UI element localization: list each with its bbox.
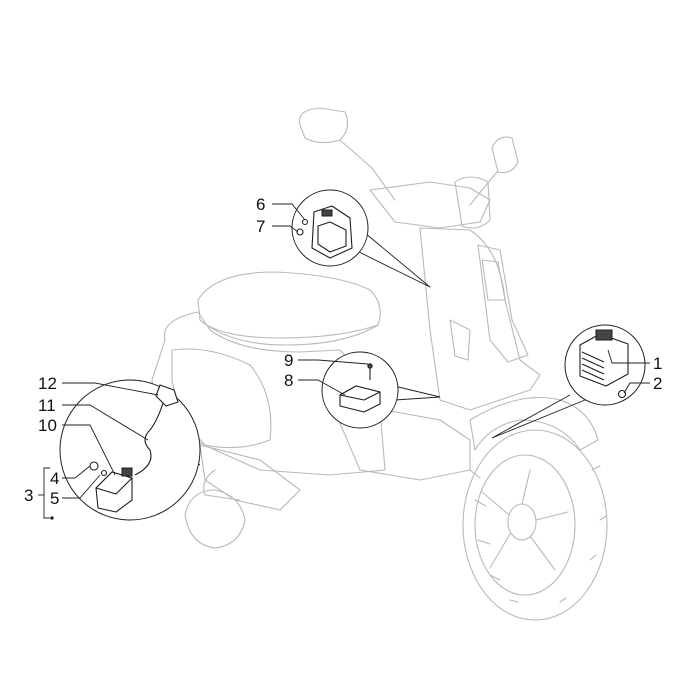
front-rim — [474, 454, 576, 596]
leader-1 — [607, 349, 650, 364]
label-6: 6 — [256, 195, 265, 214]
label-3: 3 — [24, 486, 33, 505]
leader-8 — [298, 379, 346, 396]
front-tyre — [462, 429, 608, 621]
coil-terminal — [121, 467, 133, 477]
coil-top — [95, 471, 133, 495]
tread-marks — [469, 465, 607, 603]
spark-cap-12 — [155, 384, 179, 407]
callout-circle-10-12 — [59, 379, 201, 521]
nut-7 — [296, 228, 304, 236]
label-5: 5 — [50, 489, 59, 508]
leader-2 — [623, 382, 650, 394]
right-mirror-stem — [469, 171, 498, 206]
rear-wheel — [184, 489, 246, 549]
leader-7 — [272, 225, 299, 233]
rim-spokes — [481, 469, 569, 571]
relay-top — [339, 385, 381, 401]
label-2: 2 — [653, 374, 662, 393]
washer-5 — [100, 469, 108, 477]
callout-relay — [321, 351, 441, 429]
leader-reg-1 — [491, 394, 571, 439]
bolt-2 — [617, 389, 627, 399]
control-unit-face — [317, 221, 347, 253]
left-mirror — [298, 107, 349, 144]
front-fender — [469, 397, 599, 451]
callout-control-unit — [291, 189, 431, 288]
label-11: 11 — [38, 396, 56, 415]
handlebar — [369, 181, 491, 229]
leader-cu-2 — [364, 232, 431, 288]
label-7: 7 — [256, 217, 265, 236]
part-numbers: 1 2 3 4 5 6 7 8 9 10 11 12 — [24, 195, 662, 508]
engine — [199, 444, 301, 511]
leader-reg-2 — [491, 399, 586, 439]
screw-9-head — [367, 363, 373, 369]
leader-10 — [62, 424, 116, 476]
side-trim — [449, 319, 471, 361]
label-leaders — [38, 203, 650, 520]
leader-6 — [272, 203, 306, 221]
label-1: 1 — [653, 354, 662, 373]
right-mirror — [491, 136, 519, 174]
regulator-connector — [595, 329, 613, 341]
leader-11 — [62, 404, 149, 441]
left-mirror-stem — [339, 139, 396, 201]
control-unit-connector — [321, 209, 333, 217]
label-4: 4 — [50, 469, 59, 488]
seat-lower — [199, 319, 379, 346]
callout-coil — [59, 379, 201, 521]
regulator-fins — [581, 351, 605, 381]
hv-cable — [134, 396, 166, 476]
seat — [197, 271, 381, 339]
muffler — [203, 469, 241, 501]
horn-grille — [481, 259, 506, 301]
label-9: 9 — [284, 351, 293, 370]
washer-6 — [301, 218, 309, 226]
label-10: 10 — [38, 416, 57, 435]
label-8: 8 — [284, 371, 293, 390]
bracket-3-dot — [50, 516, 54, 520]
leader-5 — [62, 474, 101, 499]
leader-relay-1 — [394, 396, 441, 401]
leader-4 — [62, 465, 91, 479]
leader-cu-1 — [354, 249, 431, 288]
leader-9 — [298, 359, 369, 365]
front-hub — [507, 503, 537, 541]
callout-regulator — [491, 324, 646, 439]
nut-4 — [89, 461, 99, 471]
leader-12 — [62, 382, 159, 396]
bracket-3 — [43, 467, 50, 519]
front-shield — [419, 227, 541, 411]
horn-cover — [477, 244, 529, 363]
label-12: 12 — [38, 374, 57, 393]
headlight — [454, 176, 491, 229]
